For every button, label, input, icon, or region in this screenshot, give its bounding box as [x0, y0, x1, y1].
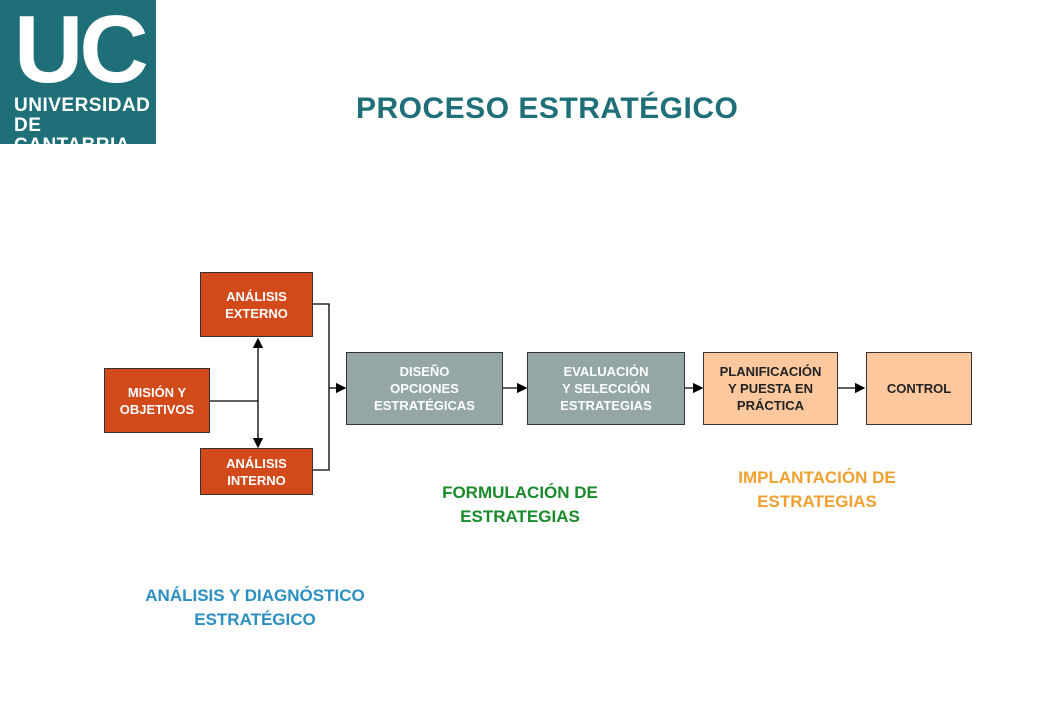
logo-line-1: UNIVERSIDAD	[14, 95, 151, 116]
phase-formulacion: FORMULACIÓN DE ESTRATEGIAS	[442, 483, 598, 526]
phase-implantacion: IMPLANTACIÓN DE ESTRATEGIAS	[738, 468, 896, 511]
page-title: PROCESO ESTRATÉGICO	[356, 92, 739, 125]
phase-analisis-diagnostico: ANÁLISIS Y DIAGNÓSTICO ESTRATÉGICO	[145, 586, 365, 629]
box-planificacion: PLANIFICACIÓN Y PUESTA EN PRÁCTICA	[703, 352, 838, 425]
connector-bracket	[313, 303, 330, 471]
university-logo: UC UNIVERSIDAD DE CANTABRIA	[0, 0, 156, 156]
box-mision-objetivos: MISIÓN Y OBJETIVOS	[104, 368, 210, 433]
box-diseno-opciones: DISEÑO OPCIONES ESTRATÉGICAS	[346, 352, 503, 425]
logo-line-2: DE CANTABRIA	[14, 115, 131, 156]
box-analisis-externo: ANÁLISIS EXTERNO	[200, 272, 313, 337]
box-evaluacion-seleccion: EVALUACIÓN Y SELECCIÓN ESTRATEGIAS	[527, 352, 685, 425]
logo-mark: UC	[14, 0, 149, 103]
box-control: CONTROL	[866, 352, 972, 425]
box-analisis-interno: ANÁLISIS INTERNO	[200, 448, 313, 495]
